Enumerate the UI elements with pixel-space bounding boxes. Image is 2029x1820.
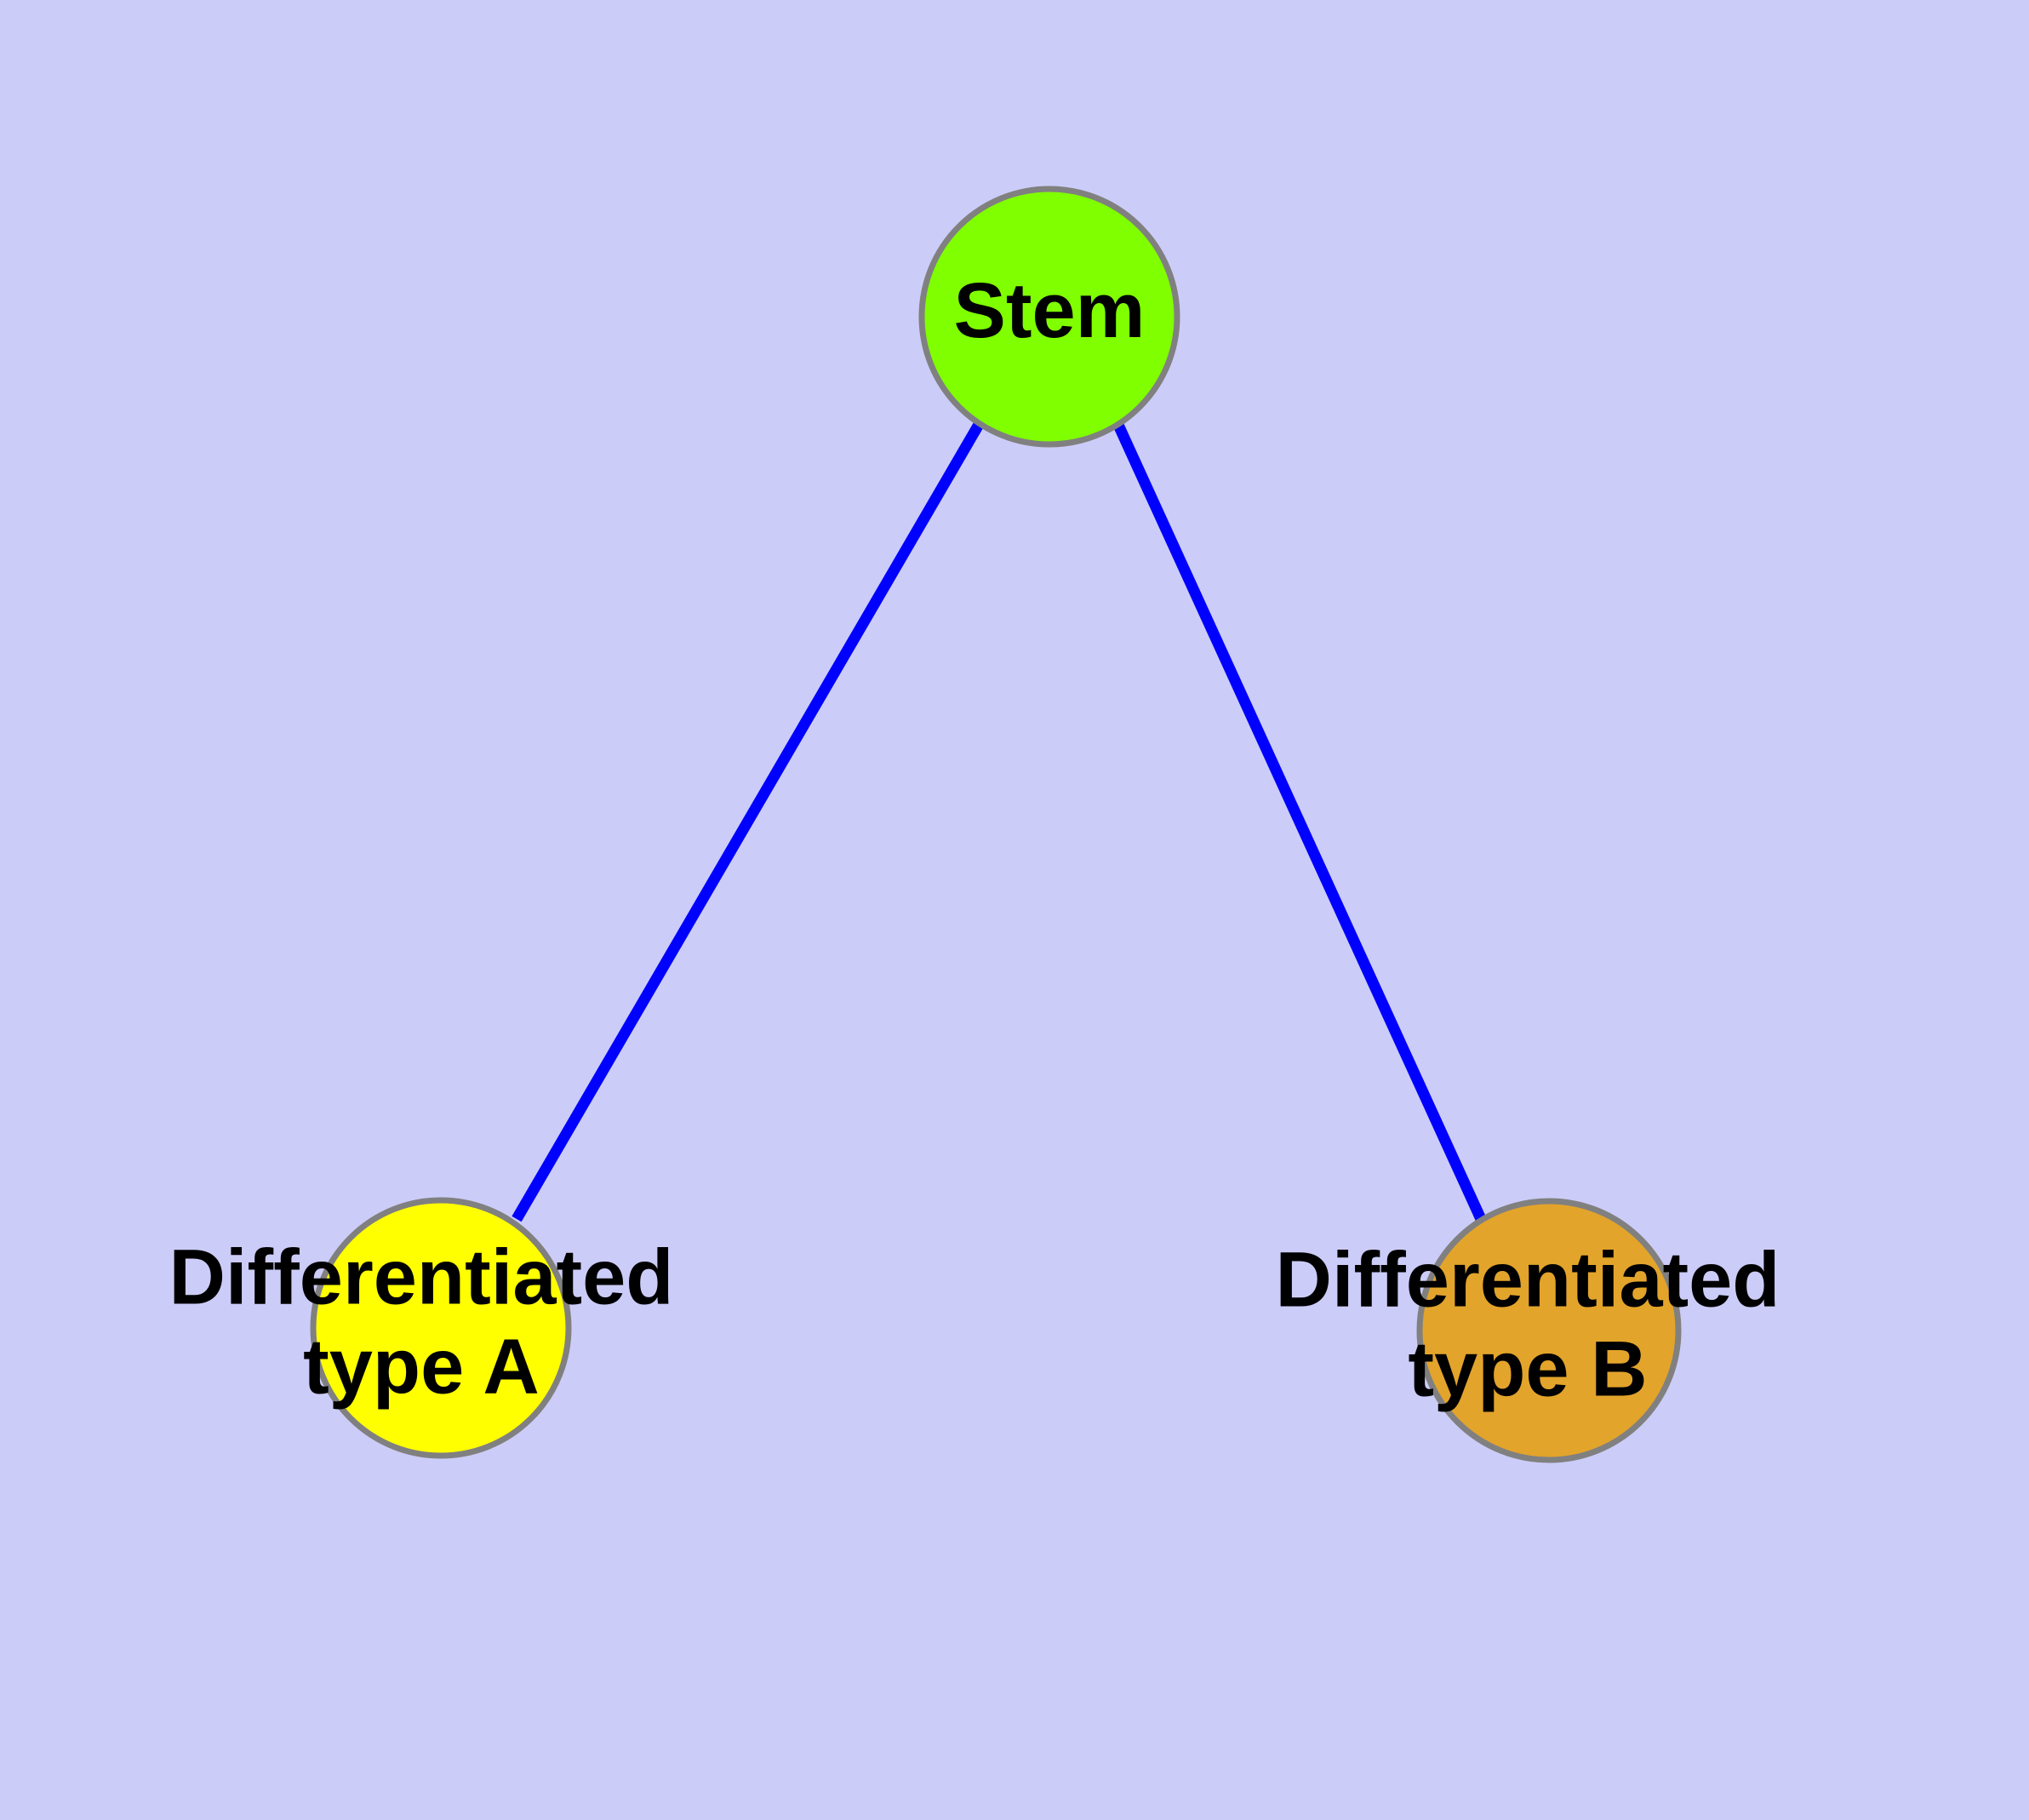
edge-stem-to-type-a[interactable] bbox=[512, 420, 985, 1222]
node-diff-type-b-circle[interactable] bbox=[1416, 1198, 1682, 1463]
node-stem-circle[interactable] bbox=[918, 186, 1180, 448]
node-label-line: Differentiated bbox=[1276, 1237, 1780, 1324]
node-label-line: type B bbox=[1408, 1326, 1647, 1413]
node-label-line: type A bbox=[303, 1324, 540, 1411]
edge-layer bbox=[512, 420, 1486, 1222]
edge-stem-to-type-b[interactable] bbox=[1112, 421, 1486, 1222]
node-label-line: Differentiated bbox=[169, 1234, 674, 1321]
node-stem[interactable]: Stem bbox=[918, 186, 1180, 448]
node-diff-type-a-circle[interactable] bbox=[310, 1197, 572, 1459]
node-stem-label: Stem bbox=[954, 267, 1146, 354]
node-label-line: Stem bbox=[954, 267, 1146, 354]
